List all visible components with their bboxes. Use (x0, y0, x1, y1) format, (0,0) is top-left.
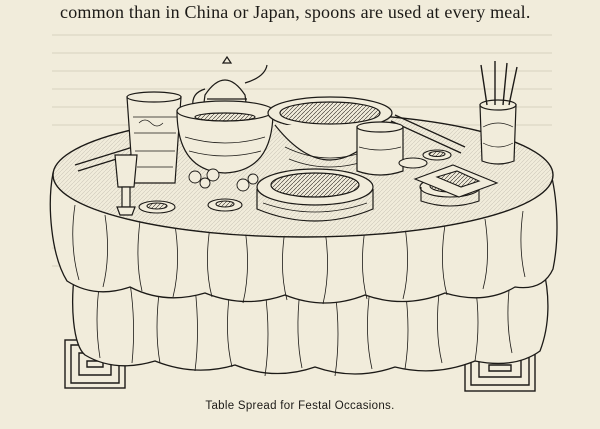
spoon-holder (479, 61, 518, 165)
figure-caption: Table Spread for Festal Occasions. (205, 400, 395, 412)
festal-table-engraving (49, 55, 558, 392)
small-dishes (138, 149, 499, 214)
tall-cup (126, 91, 182, 184)
garnish (188, 168, 259, 192)
front-platter (256, 168, 374, 222)
body-text-line: common than in China or Japan, spoons ar… (60, 2, 531, 22)
goblet (114, 154, 138, 216)
large-bowl (176, 100, 274, 174)
upper-tier-folds (72, 204, 526, 305)
cup-right (356, 121, 404, 176)
